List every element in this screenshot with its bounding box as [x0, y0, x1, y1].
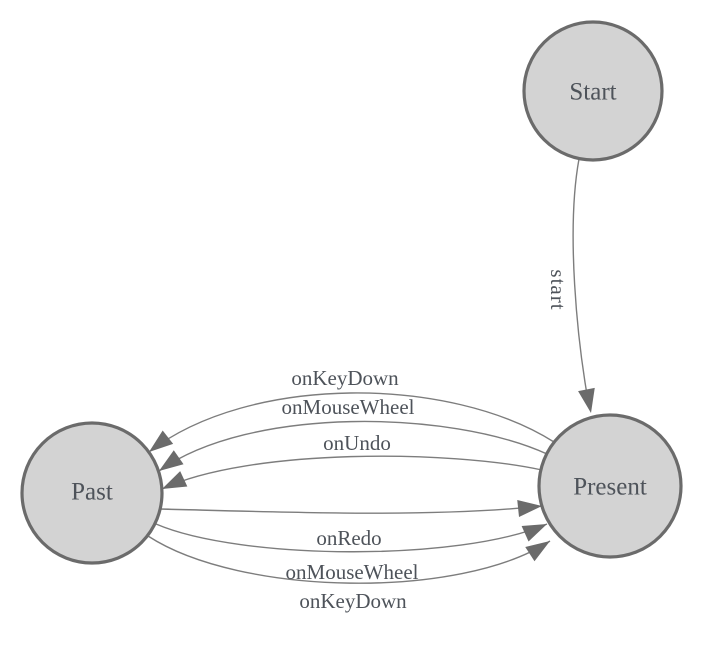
- transition-edge-past-to-present-onredo: [159, 505, 543, 514]
- transition-edge-present-to-past-onmousewheel: [158, 420, 548, 472]
- transition-edge-present-to-past-onundo: [161, 455, 543, 490]
- transition-edges: [147, 158, 590, 584]
- arrowhead-icon: [525, 541, 550, 562]
- transition-edge-present-to-past-onkeydown: [148, 392, 555, 453]
- transition-label-start: start: [546, 269, 570, 310]
- state-node-start: [522, 20, 664, 162]
- transition-label-onundo: onUndo: [323, 431, 391, 455]
- arrowhead-icon: [149, 430, 174, 452]
- transition-label-onkeydown-top: onKeyDown: [291, 366, 399, 390]
- arrowhead-icon: [159, 450, 184, 471]
- transition-edge-past-to-present-onkeydown: [147, 535, 551, 584]
- transition-label-onmousewheel-top: onMouseWheel: [282, 395, 415, 419]
- arrowhead-icon: [521, 524, 547, 542]
- state-nodes: Start Present Past: [20, 20, 683, 565]
- arrowhead-icon: [162, 471, 188, 489]
- state-node-present: [537, 413, 683, 559]
- arrowheads: [149, 387, 595, 562]
- transition-edge-start-to-present: [572, 158, 590, 407]
- arrowhead-icon: [517, 500, 542, 517]
- transition-label-onmousewheel-bottom: onMouseWheel: [286, 560, 419, 584]
- transition-label-onredo: onRedo: [316, 526, 381, 550]
- arrowhead-icon: [578, 387, 595, 413]
- transition-edge-past-to-present-onmousewheel: [155, 523, 548, 553]
- transition-labels: start onKeyDown onMouseWheel onUndo onRe…: [282, 269, 570, 613]
- state-node-past: [20, 421, 164, 565]
- transition-label-onkeydown-bottom: onKeyDown: [299, 589, 407, 613]
- state-label-start: Start: [569, 79, 616, 106]
- state-label-past: Past: [71, 479, 113, 506]
- state-label-present: Present: [573, 474, 647, 501]
